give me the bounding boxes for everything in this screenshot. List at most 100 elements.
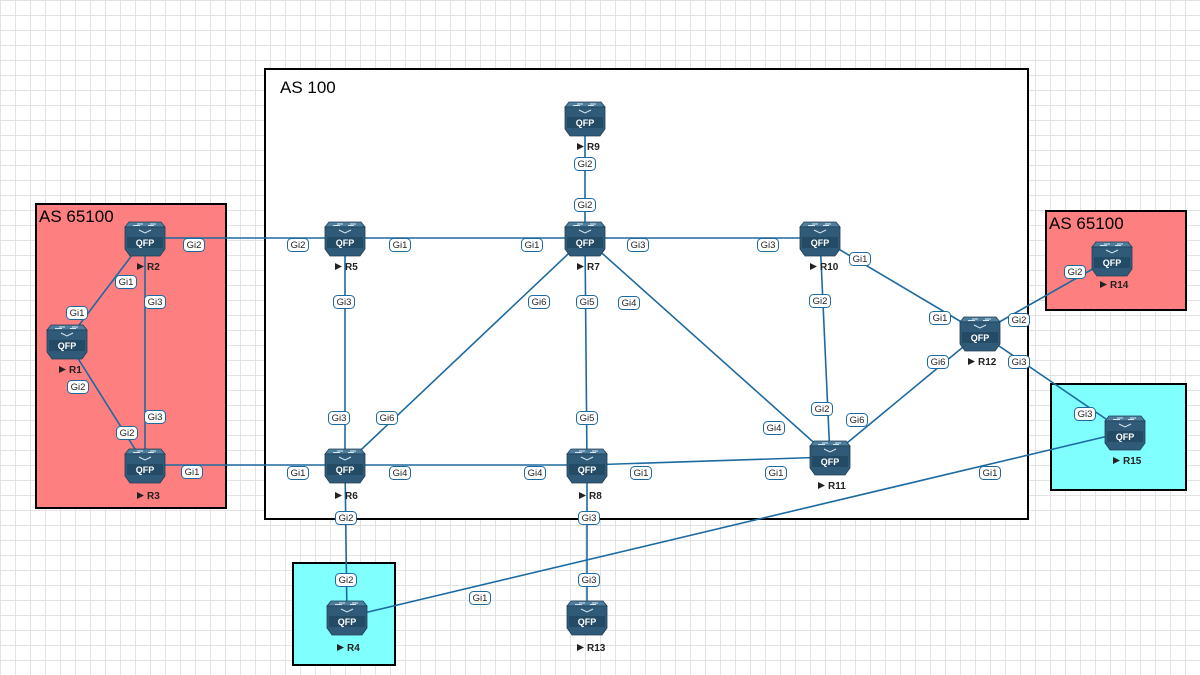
qfp-badge: QFP [811, 238, 830, 248]
port-label-r3-gi2: Gi2 [116, 426, 138, 440]
svg-text:R6: R6 [345, 491, 358, 502]
port-label-r13-gi3: Gi3 [578, 573, 600, 587]
port-label-r12-gi1: Gi1 [929, 311, 951, 325]
router-r6[interactable]: QFP R6 [324, 448, 366, 502]
router-label-r10: R10 [810, 262, 839, 273]
svg-text:Gi4: Gi4 [528, 468, 543, 479]
link-r11-r12[interactable] [829, 332, 981, 458]
svg-text:Gi4: Gi4 [622, 298, 637, 309]
port-label-r9-gi2: Gi2 [574, 157, 596, 171]
svg-text:Gi3: Gi3 [1012, 357, 1027, 368]
link-r6-r7[interactable] [344, 237, 586, 466]
zone-label: AS 65100 [39, 207, 114, 226]
zone-label: AS 100 [280, 78, 336, 97]
svg-text:Gi3: Gi3 [582, 513, 597, 524]
svg-text:Gi2: Gi2 [1068, 267, 1083, 278]
link-r8-r11[interactable] [586, 456, 831, 466]
svg-text:Gi1: Gi1 [185, 467, 200, 478]
port-label-r3-gi1: Gi1 [181, 465, 203, 479]
port-label-r11-gi6: Gi6 [846, 413, 868, 427]
play-icon [577, 644, 584, 651]
svg-text:Gi1: Gi1 [769, 468, 784, 479]
port-label-r4-gi2: Gi2 [335, 573, 357, 587]
router-r4[interactable]: QFP R4 [326, 600, 368, 654]
svg-text:Gi1: Gi1 [70, 308, 85, 319]
svg-text:R9: R9 [587, 142, 600, 153]
svg-text:Gi5: Gi5 [580, 297, 595, 308]
link-r12-r15[interactable] [979, 332, 1126, 433]
play-icon [579, 492, 586, 499]
port-label-r10-gi3: Gi3 [757, 238, 779, 252]
svg-text:R13: R13 [587, 643, 606, 654]
router-label-r13: R13 [577, 643, 606, 654]
svg-text:R7: R7 [587, 262, 600, 273]
qfp-badge: QFP [338, 617, 357, 627]
qfp-badge: QFP [578, 465, 597, 475]
router-label-r9: R9 [577, 142, 600, 153]
svg-text:Gi5: Gi5 [580, 413, 595, 424]
svg-text:Gi2: Gi2 [578, 200, 593, 211]
link-r1-r3[interactable] [66, 340, 146, 466]
play-icon [577, 143, 584, 150]
port-label-r2-gi1: Gi1 [115, 275, 137, 289]
link-r10-r11[interactable] [819, 237, 831, 458]
svg-text:Gi1: Gi1 [983, 468, 998, 479]
port-label-r4-gi1: Gi1 [469, 591, 491, 605]
port-label-r1-gi1: Gi1 [66, 306, 88, 320]
qfp-badge: QFP [578, 617, 597, 627]
svg-text:Gi2: Gi2 [1012, 315, 1027, 326]
router-label-r15: R15 [1113, 456, 1142, 467]
router-r10[interactable]: QFP R10 [799, 221, 841, 273]
link-r12-r14[interactable] [979, 257, 1113, 334]
svg-text:Gi1: Gi1 [634, 468, 649, 479]
svg-text:Gi4: Gi4 [767, 423, 782, 434]
router-r8[interactable]: QFP R8 [566, 448, 608, 502]
play-icon [1113, 457, 1120, 464]
svg-text:R8: R8 [589, 491, 602, 502]
router-label-r1: R1 [59, 365, 82, 376]
link-r4-r15[interactable] [346, 431, 1126, 618]
router-r13[interactable]: QFP R13 [566, 600, 608, 654]
link-r7-r11[interactable] [584, 237, 831, 458]
link-r6-r4[interactable] [344, 464, 348, 618]
svg-text:R4: R4 [347, 643, 360, 654]
play-icon [59, 366, 66, 373]
link-r7-r8[interactable] [584, 237, 588, 466]
svg-text:Gi3: Gi3 [631, 240, 646, 251]
router-r12[interactable]: QFP R12 [959, 316, 1001, 368]
link-r10-r12[interactable] [819, 237, 981, 334]
svg-text:Gi3: Gi3 [332, 413, 347, 424]
svg-text:R10: R10 [820, 262, 839, 273]
router-label-r11: R11 [818, 481, 846, 492]
qfp-badge: QFP [576, 238, 595, 248]
svg-text:Gi2: Gi2 [120, 428, 135, 439]
port-label-r8-gi1: Gi1 [630, 466, 652, 480]
svg-text:R12: R12 [978, 357, 997, 368]
port-label-r10-gi2: Gi2 [809, 294, 831, 308]
svg-text:Gi6: Gi6 [850, 415, 865, 426]
play-icon [335, 263, 342, 270]
play-icon [137, 492, 144, 499]
qfp-badge: QFP [336, 465, 355, 475]
port-label-r11-gi2: Gi2 [811, 402, 833, 416]
svg-text:R5: R5 [345, 262, 358, 273]
svg-text:Gi1: Gi1 [119, 277, 134, 288]
qfp-badge: QFP [971, 333, 990, 343]
router-r7[interactable]: QFP R7 [564, 221, 606, 273]
port-label-r6-gi1: Gi1 [287, 466, 309, 480]
svg-text:Gi6: Gi6 [532, 297, 547, 308]
svg-text:Gi1: Gi1 [853, 254, 868, 265]
svg-text:Gi1: Gi1 [291, 468, 306, 479]
svg-text:Gi6: Gi6 [931, 357, 946, 368]
port-label-r12-gi3: Gi3 [1008, 355, 1030, 369]
port-label-r12-gi2: Gi2 [1008, 313, 1030, 327]
